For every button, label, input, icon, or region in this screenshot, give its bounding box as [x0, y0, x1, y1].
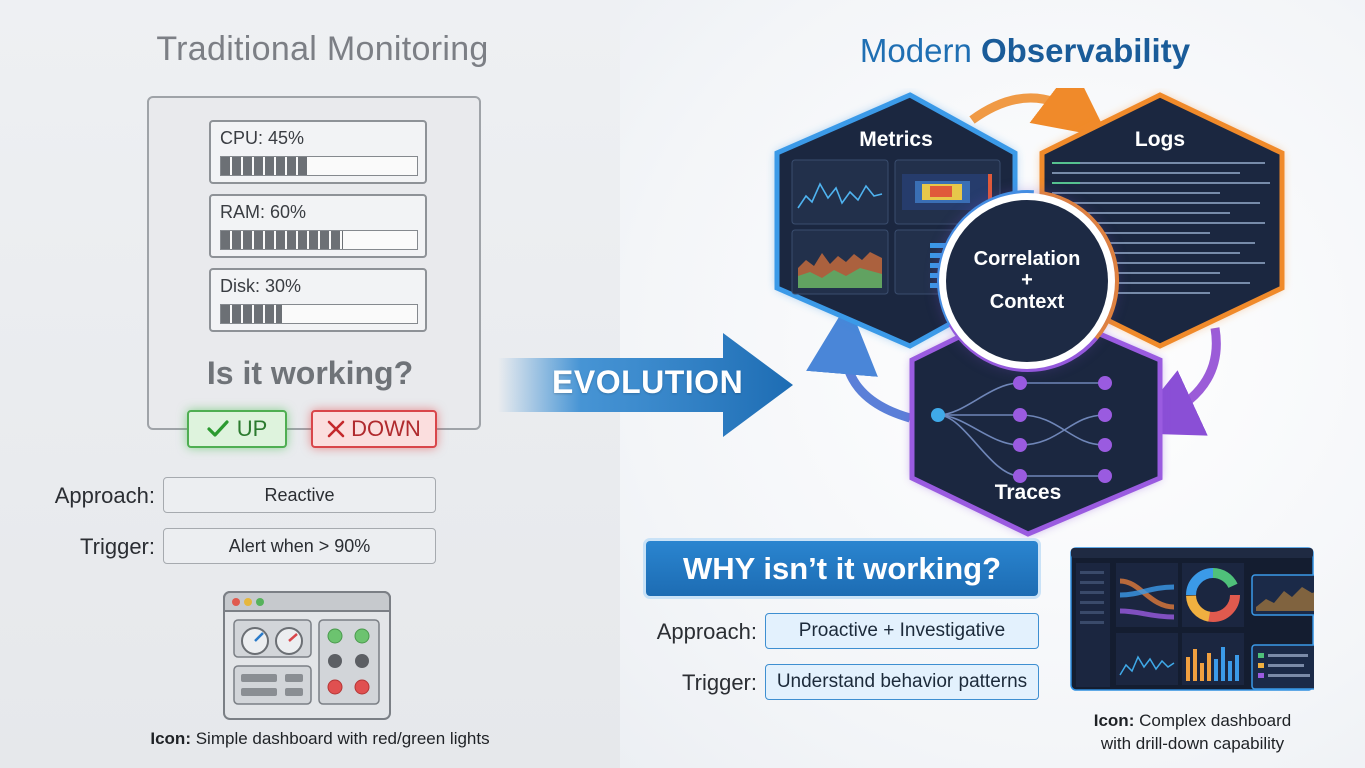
simple-icon-caption: Icon: Simple dashboard with red/green li… [60, 729, 580, 749]
trigger-label-left: Trigger: [80, 534, 155, 559]
cpu-metric: CPU: 45% [209, 120, 427, 184]
disk-bar [220, 304, 418, 324]
monitor-box: CPU: 45% RAM: 60% Disk: 30% [147, 96, 481, 430]
down-status-button: DOWN [311, 410, 437, 448]
logs-title: Logs [1134, 128, 1186, 151]
trigger-value-left: Alert when > 90% [163, 528, 436, 564]
metrics-to-logs-arrow [969, 88, 1109, 138]
logs-to-traces-arrow [1127, 327, 1221, 436]
disk-label: Disk: 30% [220, 276, 302, 296]
simple-dashboard-icon [223, 591, 391, 720]
modern-title-plain: Modern [859, 32, 981, 69]
down-label: DOWN [351, 416, 421, 441]
complex-dashboard-icon [1070, 547, 1314, 691]
caption-text-left: Simple dashboard with red/green lights [190, 729, 490, 748]
why-question-banner: WHY isn’t it working? [646, 541, 1038, 596]
trigger-value-right: Understand behavior patterns [765, 664, 1039, 700]
approach-value-right: Proactive + Investigative [765, 613, 1039, 649]
modern-title: Modern Observability [780, 32, 1270, 70]
traces-title: Traces [994, 481, 1062, 504]
cpu-bar-fill [221, 157, 310, 175]
ram-bar-fill [221, 231, 343, 249]
ram-bar [220, 230, 418, 250]
ram-metric: RAM: 60% [209, 194, 427, 258]
complex-icon-caption: Icon: Complex dashboard with drill-down … [1055, 709, 1330, 755]
caption-text-right-line2: with drill-down capability [1100, 734, 1285, 753]
modern-title-bold: Observability [980, 32, 1191, 69]
up-status-button: UP [187, 410, 287, 448]
evolution-arrow [498, 333, 793, 437]
x-mark-icon [327, 420, 345, 438]
cpu-label: CPU: 45% [220, 128, 305, 148]
disk-bar-fill [221, 305, 282, 323]
evolution-label: EVOLUTION [552, 364, 744, 400]
correlation-line3: Context [989, 290, 1065, 313]
caption-icon-label-right: Icon: [1093, 711, 1135, 730]
correlation-line1: Correlation [973, 247, 1081, 270]
ram-label: RAM: 60% [220, 202, 307, 222]
metrics-title: Metrics [859, 128, 933, 151]
correlation-context-circle: Correlation + Context [946, 200, 1108, 362]
cpu-bar [220, 156, 418, 176]
trigger-label-right: Trigger: [682, 670, 757, 695]
question-is-it-working: Is it working? [206, 355, 414, 391]
disk-metric: Disk: 30% [209, 268, 427, 332]
traces-to-metrics-arrow [806, 302, 912, 423]
approach-label-right: Approach: [656, 619, 757, 644]
approach-value-left: Reactive [163, 477, 436, 513]
caption-icon-label-left: Icon: [150, 729, 191, 748]
up-label: UP [236, 416, 268, 441]
checkmark-icon [207, 420, 229, 437]
traditional-title: Traditional Monitoring [156, 30, 489, 68]
correlation-line2: + [1021, 269, 1033, 292]
approach-label-left: Approach: [54, 483, 155, 508]
caption-text-right: Complex dashboard [1134, 711, 1292, 730]
